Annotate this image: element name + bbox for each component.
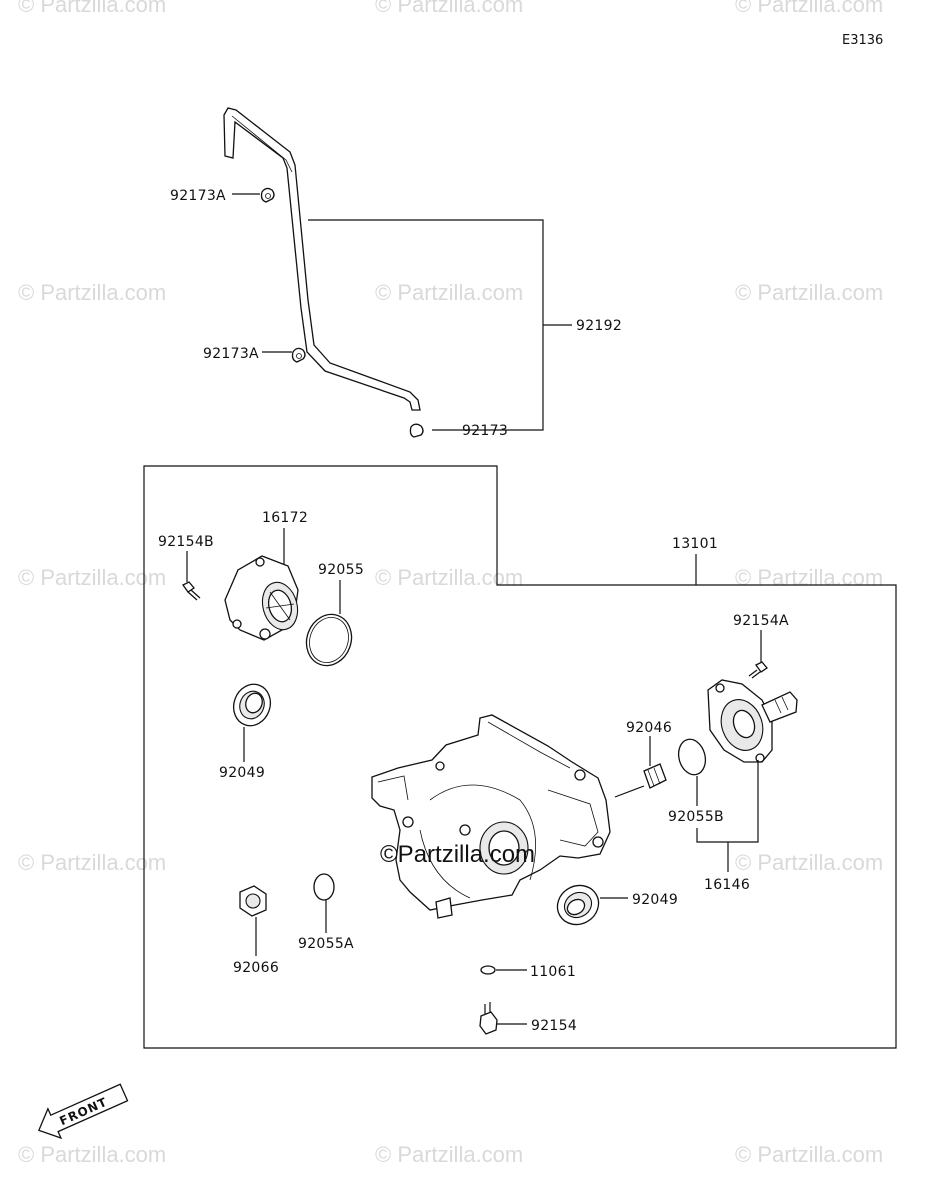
label-92173[interactable]: 92173 (462, 423, 508, 439)
label-92173A-mid[interactable]: 92173A (203, 346, 259, 362)
bolt-92154A[interactable] (748, 661, 768, 679)
watermark: © Partzilla.com (375, 565, 523, 590)
label-92055[interactable]: 92055 (318, 562, 364, 578)
watermark: © Partzilla.com (375, 1142, 523, 1167)
watermark: © Partzilla.com (18, 1142, 166, 1167)
gasket-11061[interactable] (480, 965, 496, 975)
o-ring-92055A[interactable] (313, 873, 335, 901)
label-92066[interactable]: 92066 (233, 960, 279, 976)
watermark: © Partzilla.com (735, 280, 883, 305)
label-92055B[interactable]: 92055B (668, 809, 724, 825)
assembly-frame (143, 465, 897, 1049)
label-92192[interactable]: 92192 (576, 318, 622, 334)
breather-hose-92192[interactable] (223, 107, 421, 411)
front-arrow-icon: FRONT (38, 1083, 129, 1140)
label-92154B[interactable]: 92154B (158, 534, 214, 550)
watermark: © Partzilla.com (375, 0, 523, 17)
hose-clamp-92173A-mid[interactable] (291, 347, 306, 363)
hose-clamp-92173A-top[interactable] (260, 187, 275, 203)
label-92154A[interactable]: 92154A (733, 613, 789, 629)
label-92154[interactable]: 92154 (531, 1018, 577, 1034)
watermark: © Partzilla.com (735, 565, 883, 590)
label-92046[interactable]: 92046 (626, 720, 672, 736)
oil-seal-92049-left[interactable] (228, 679, 276, 731)
label-13101[interactable]: 13101 (672, 536, 718, 552)
label-92173A-top[interactable]: 92173A (170, 188, 226, 204)
label-11061[interactable]: 11061 (530, 964, 576, 980)
label-92055A[interactable]: 92055A (298, 936, 354, 952)
diagram-code: E3136 (842, 33, 883, 48)
plug-92066[interactable] (239, 885, 267, 917)
bearing-92046[interactable] (643, 763, 667, 789)
hose-clamp-92173[interactable] (409, 423, 424, 438)
watermark: © Partzilla.com (375, 280, 523, 305)
bolt-92154[interactable] (479, 1002, 498, 1035)
differential-housing[interactable] (371, 714, 611, 919)
label-92049-right[interactable]: 92049 (632, 892, 678, 908)
o-ring-92055B[interactable] (675, 736, 709, 778)
cover-16172[interactable] (224, 555, 303, 641)
watermark: © Partzilla.com (735, 1142, 883, 1167)
label-92049-left[interactable]: 92049 (219, 765, 265, 781)
watermark: © Partzilla.com (18, 0, 166, 17)
bolt-92154B[interactable] (182, 581, 201, 601)
watermark: © Partzilla.com (735, 850, 883, 875)
watermark-layer: © Partzilla.com © Partzilla.com © Partzi… (18, 0, 883, 1167)
watermark: © Partzilla.com (18, 565, 166, 590)
oil-seal-92049-right[interactable] (550, 878, 605, 932)
watermark: © Partzilla.com (18, 280, 166, 305)
o-ring-92055[interactable] (299, 608, 358, 672)
watermark-center: ©Partzilla.com (380, 841, 535, 868)
label-16172[interactable]: 16172 (262, 510, 308, 526)
watermark: © Partzilla.com (18, 850, 166, 875)
watermark: © Partzilla.com (735, 0, 883, 17)
label-16146[interactable]: 16146 (704, 877, 750, 893)
output-housing-16146[interactable] (707, 679, 798, 763)
